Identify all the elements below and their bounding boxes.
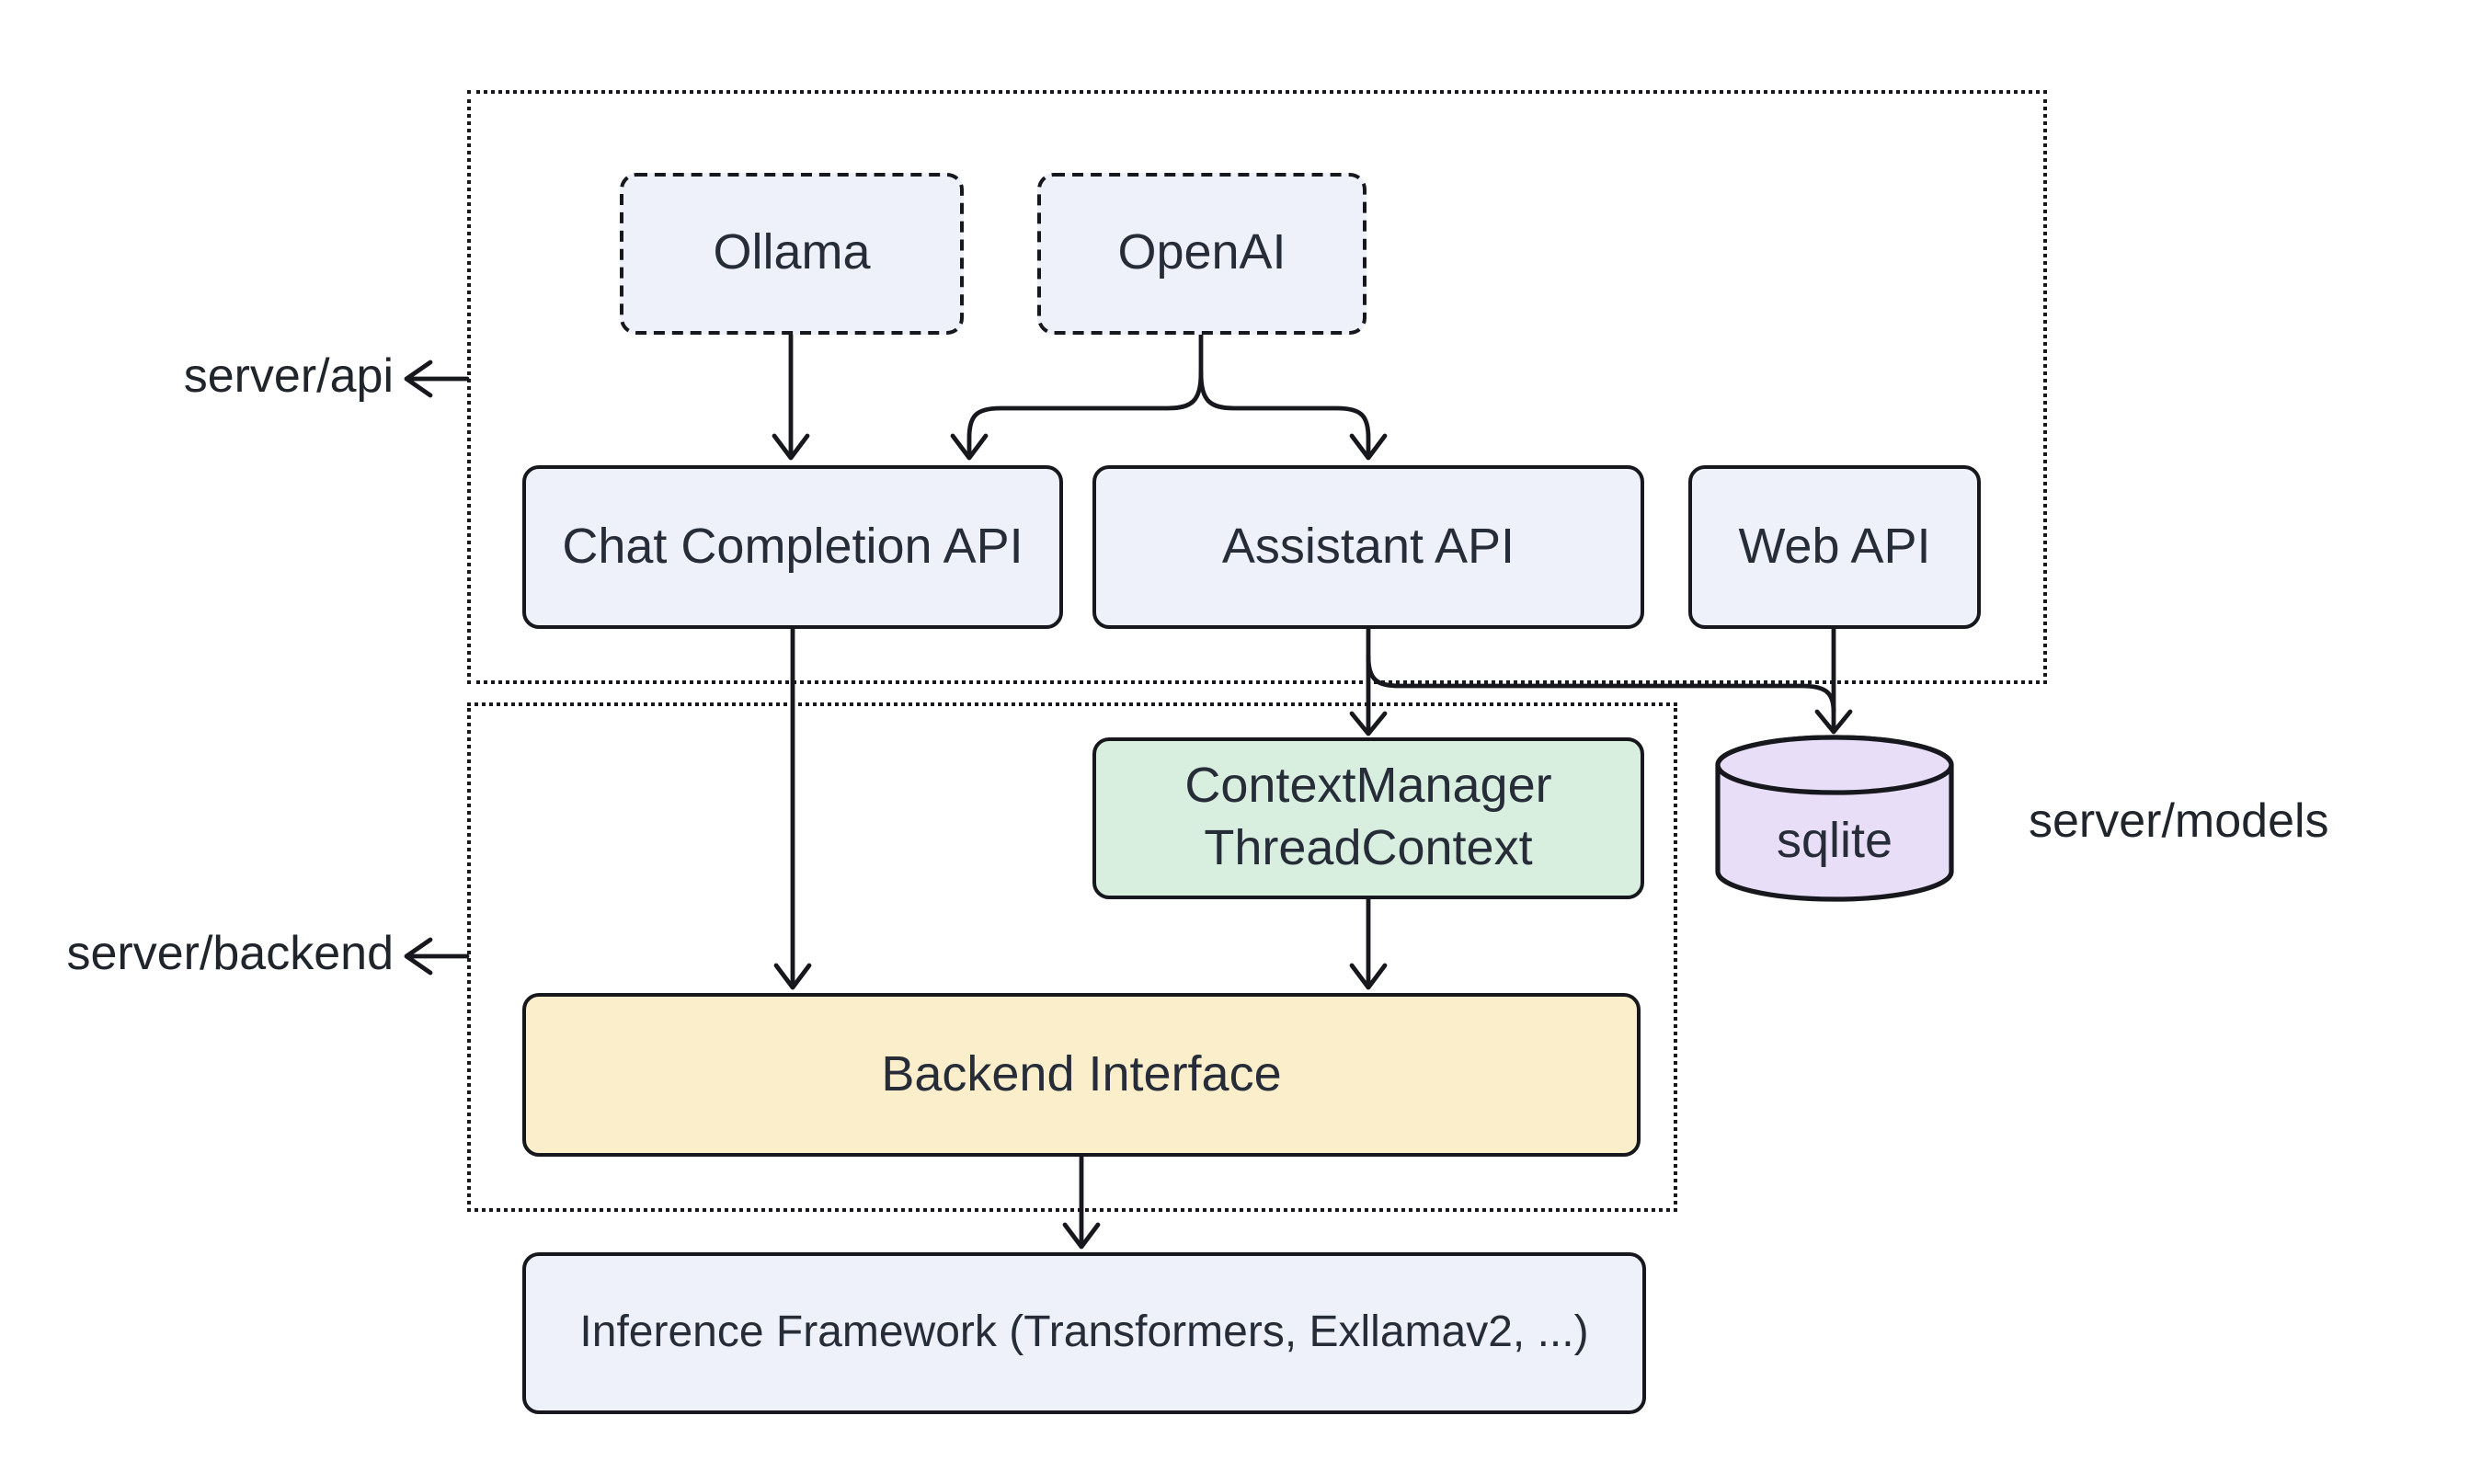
node-inference-framework: Inference Framework (Transformers, Exlla… [522,1252,1646,1414]
node-chat-completion-api-label: Chat Completion API [562,518,1023,574]
node-sqlite: sqlite [1714,732,1955,908]
server-api-group-border [467,90,2047,684]
node-sqlite-label: sqlite [1777,813,1893,868]
node-context-manager: ContextManager ThreadContext [1092,737,1644,899]
node-chat-completion-api: Chat Completion API [522,465,1063,629]
server-api-label: server/api [183,348,394,403]
arrowhead [1062,1222,1101,1250]
arrowhead [404,360,433,398]
node-web-api-label: Web API [1738,518,1931,574]
database-cylinder-icon: sqlite [1715,735,1954,902]
node-inference-framework-label: Inference Framework (Transformers, Exlla… [579,1307,1589,1357]
node-openai: OpenAI [1037,173,1367,335]
node-context-manager-line1: ContextManager [1184,758,1552,814]
arrowhead [1814,709,1853,735]
server-models-label: server/models [2029,793,2329,848]
node-openai-label: OpenAI [1117,224,1286,280]
node-assistant-api: Assistant API [1092,465,1644,629]
node-backend-interface-label: Backend Interface [881,1045,1282,1102]
node-context-manager-line2: ThreadContext [1204,820,1533,875]
server-backend-label: server/backend [66,925,394,980]
node-assistant-api-label: Assistant API [1221,518,1515,574]
cylinder-top [1715,735,1954,795]
node-ollama: Ollama [620,173,964,335]
node-ollama-label: Ollama [713,224,871,280]
arrowhead [404,937,433,976]
node-backend-interface: Backend Interface [522,993,1641,1157]
node-web-api: Web API [1688,465,1981,629]
